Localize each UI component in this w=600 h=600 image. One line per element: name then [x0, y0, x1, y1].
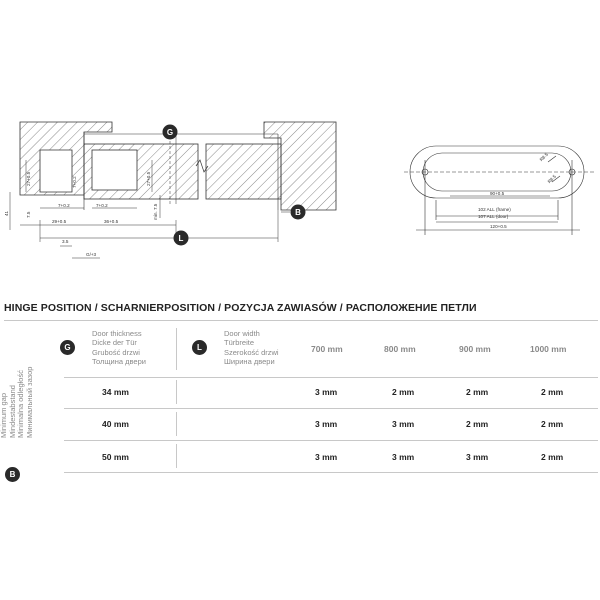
dim-120: 120+0.5 — [490, 224, 507, 229]
col-header-900: 900 mm — [459, 344, 491, 354]
door-width-label: Door width Türbreite Szerokość drzwi Шир… — [224, 329, 279, 367]
row-34-1000: 2 mm — [541, 387, 564, 397]
row-40-thickness: 40 mm — [102, 419, 129, 429]
badge-l: L — [192, 340, 207, 355]
badge-b: B — [5, 467, 20, 482]
dim-102: 102 ALL (frame) — [478, 207, 511, 212]
row-40-800: 3 mm — [392, 419, 415, 429]
col-header-700: 700 mm — [311, 344, 343, 354]
callout-g: G — [162, 124, 178, 140]
minimum-gap-label: Minimum gap Mindestabstand Minimalna odl… — [0, 366, 34, 438]
row-50-thickness: 50 mm — [102, 452, 129, 462]
badge-g: G — [60, 340, 75, 355]
door-pocket — [91, 149, 138, 191]
row-34-divider — [176, 380, 177, 404]
dim-27-right: 27+0.5 — [146, 171, 151, 186]
hinge-technical-drawing: 27+0.5 27+0.5 7.5 min. 7.5 7+0.2 7+0.2 7… — [4, 121, 594, 259]
row-50-1000: 2 mm — [541, 452, 564, 462]
svg-text:L: L — [179, 234, 184, 243]
row-34-800: 2 mm — [392, 387, 415, 397]
row-50-divider — [176, 444, 177, 468]
col-header-1000: 1000 mm — [530, 344, 567, 354]
row-40-700: 3 mm — [315, 419, 338, 429]
svg-text:B: B — [295, 208, 301, 217]
dim-29: 29+0.5 — [52, 219, 67, 224]
break-mark — [195, 159, 209, 173]
row-50-800: 3 mm — [392, 452, 415, 462]
dim-27-top: 27+0.5 — [26, 171, 31, 186]
row-50-700: 3 mm — [315, 452, 338, 462]
dim-r85-b: R8.5 — [547, 174, 558, 185]
row-divider-0 — [64, 377, 598, 378]
row-40-divider — [176, 412, 177, 436]
row-40-900: 2 mm — [466, 419, 489, 429]
dim-7-02-a: 7+0.2 — [58, 203, 70, 208]
row-divider-1 — [64, 408, 598, 409]
dim-7-02-c: 7+0.2 — [72, 176, 77, 188]
row-50-900: 3 mm — [466, 452, 489, 462]
row-divider-3 — [64, 472, 598, 473]
dim-107: 107 ALL (door) — [478, 214, 509, 219]
row-divider-2 — [64, 440, 598, 441]
dim-r85-a: R8.5 — [539, 152, 550, 163]
dim-3-5: 3.5 — [62, 239, 69, 244]
door-thickness-label: Door thickness Dicke der Tür Grubość drz… — [92, 329, 146, 367]
dim-41: 41 — [4, 210, 9, 216]
title-divider — [4, 320, 598, 321]
dim-7-5-left: 7.5 — [26, 211, 31, 218]
cross-section-view — [9, 121, 337, 259]
callout-b: B — [290, 204, 306, 220]
table-title: HINGE POSITION / SCHARNIERPOSITION / POZ… — [4, 302, 477, 314]
hinge-plate-view — [404, 145, 594, 235]
row-34-700: 3 mm — [315, 387, 338, 397]
row-40-1000: 2 mm — [541, 419, 564, 429]
header-divider — [176, 328, 177, 370]
col-header-800: 800 mm — [384, 344, 416, 354]
dim-90: 90+0.5 — [490, 191, 505, 196]
dim-36: 36+0.5 — [104, 219, 119, 224]
dim-7-02-b: 7+0.2 — [96, 203, 108, 208]
right-frame-section — [263, 121, 337, 211]
door-leaf-right — [205, 143, 282, 200]
row-34-thickness: 34 mm — [102, 387, 129, 397]
callout-l: L — [173, 230, 189, 246]
dim-7-5-right: min. 7.5 — [153, 203, 158, 220]
dim-g-plus-3: G/+3 — [86, 252, 97, 257]
row-34-900: 2 mm — [466, 387, 489, 397]
svg-text:G: G — [167, 128, 173, 137]
